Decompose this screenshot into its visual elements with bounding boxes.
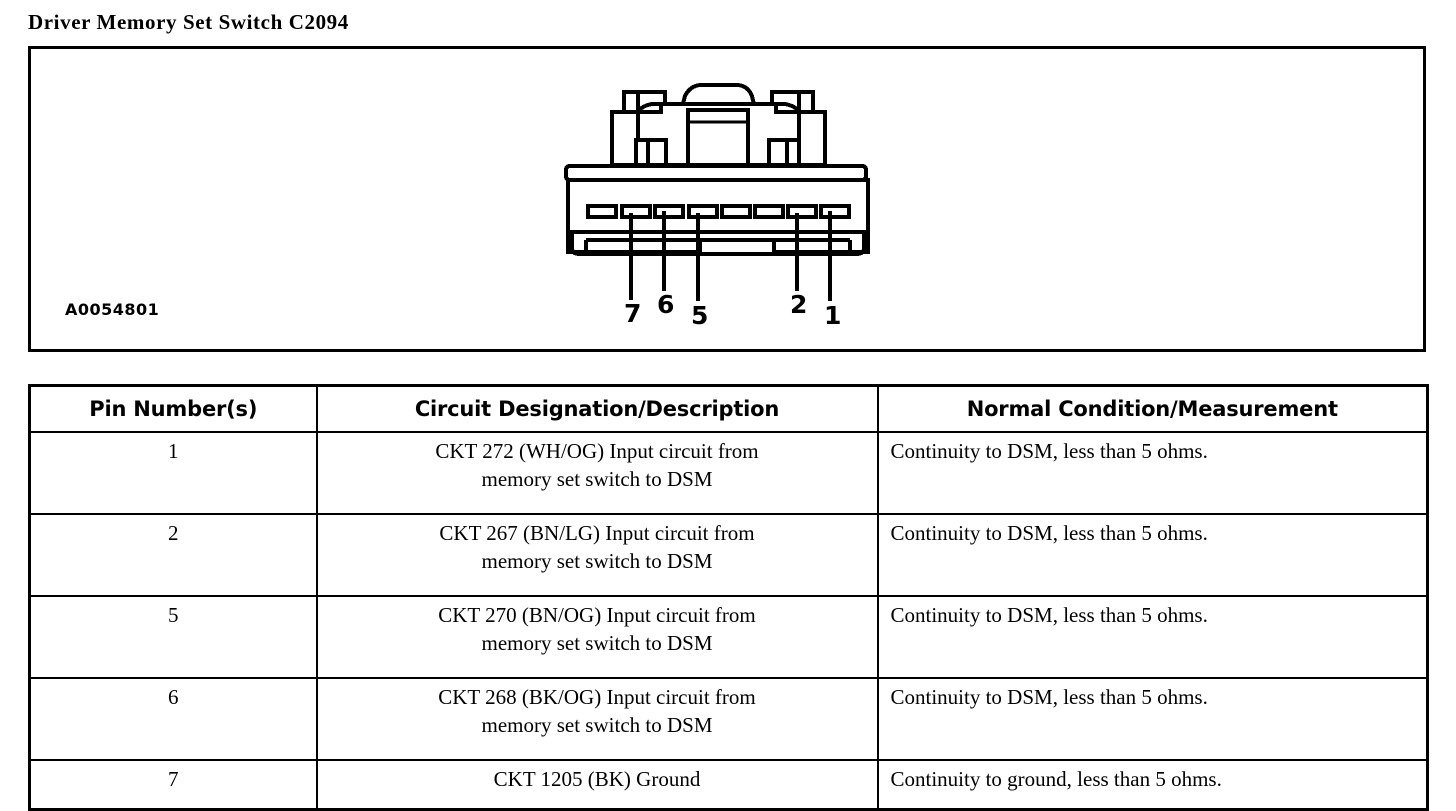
pin-callout-5: 5 [691,301,708,330]
cell-normal-condition: Continuity to DSM, less than 5 ohms. [876,595,1429,679]
table-row: 5 CKT 270 (BN/OG) Input circuit from mem… [28,595,1429,679]
table-row: 1 CKT 272 (WH/OG) Input circuit from mem… [28,431,1429,515]
pin-cavity [786,204,818,219]
description-line: memory set switch to DSM [481,466,713,491]
description-line: CKT 267 (BN/LG) Input circuit from [439,521,755,545]
diagram-code-label: A0054801 [65,300,160,319]
pin-callout-6: 6 [657,290,674,319]
cell-circuit-description: CKT 268 (BK/OG) Input circuit from memor… [315,677,879,761]
description-line: CKT 268 (BK/OG) Input circuit from [438,685,756,709]
pin-callout-1: 1 [824,301,841,330]
cell-normal-condition: Continuity to DSM, less than 5 ohms. [876,431,1429,515]
latch-window-left [634,138,668,167]
table-row: 2 CKT 267 (BN/LG) Input circuit from mem… [28,513,1429,597]
pin-cavity [620,204,652,219]
table-header-row: Pin Number(s) Circuit Designation/Descri… [28,384,1429,433]
pin-callout-7: 7 [624,299,641,328]
description-line: CKT 272 (WH/OG) Input circuit from [435,439,759,463]
pin-assignment-table: Pin Number(s) Circuit Designation/Descri… [28,384,1429,811]
cell-normal-condition: Continuity to DSM, less than 5 ohms. [876,677,1429,761]
description-line: memory set switch to DSM [481,548,713,573]
latch-window-right [767,138,801,167]
pin-cavity [819,204,851,219]
cell-pin-number: 1 [28,431,318,515]
cell-circuit-description: CKT 1205 (BK) Ground [315,759,879,811]
column-header-circuit-description: Circuit Designation/Description [315,384,879,433]
connector-skirt-notch [698,238,776,256]
cell-pin-number: 2 [28,513,318,597]
cell-normal-condition: Continuity to ground, less than 5 ohms. [876,759,1429,811]
cell-circuit-description: CKT 272 (WH/OG) Input circuit from memor… [315,431,879,515]
pin-callout-labels: 7 6 5 2 1 [624,290,841,330]
table-row: 6 CKT 268 (BK/OG) Input circuit from mem… [28,677,1429,761]
table-row: 7 CKT 1205 (BK) Ground Continuity to gro… [28,759,1429,811]
connector-illustration: 7 6 5 2 1 [564,83,870,330]
cell-pin-number: 7 [28,759,318,811]
cell-pin-number: 6 [28,677,318,761]
column-header-pin-number: Pin Number(s) [28,384,318,433]
page-title: Driver Memory Set Switch C2094 [28,10,349,34]
shoulder-right [797,110,827,167]
pin-leader-lines [629,211,832,301]
pin-cavity [687,204,719,219]
pin-cavity [586,204,618,219]
description-line: memory set switch to DSM [481,630,713,655]
column-header-normal-condition: Normal Condition/Measurement [876,384,1429,433]
pin-cavity [653,204,685,219]
cell-circuit-description: CKT 267 (BN/LG) Input circuit from memor… [315,513,879,597]
pin-cavity [753,204,785,219]
pin-callout-2: 2 [790,290,807,319]
connector-diagram-panel: 7 6 5 2 1 A0054801 [28,46,1426,352]
description-line: memory set switch to DSM [481,712,713,737]
pin-cavity [720,204,752,219]
description-line: CKT 270 (BN/OG) Input circuit from [438,603,756,627]
connector-top-flange [564,164,868,182]
cell-pin-number: 5 [28,595,318,679]
latch-center-block [686,108,750,167]
cell-normal-condition: Continuity to DSM, less than 5 ohms. [876,513,1429,597]
cell-circuit-description: CKT 270 (BN/OG) Input circuit from memor… [315,595,879,679]
